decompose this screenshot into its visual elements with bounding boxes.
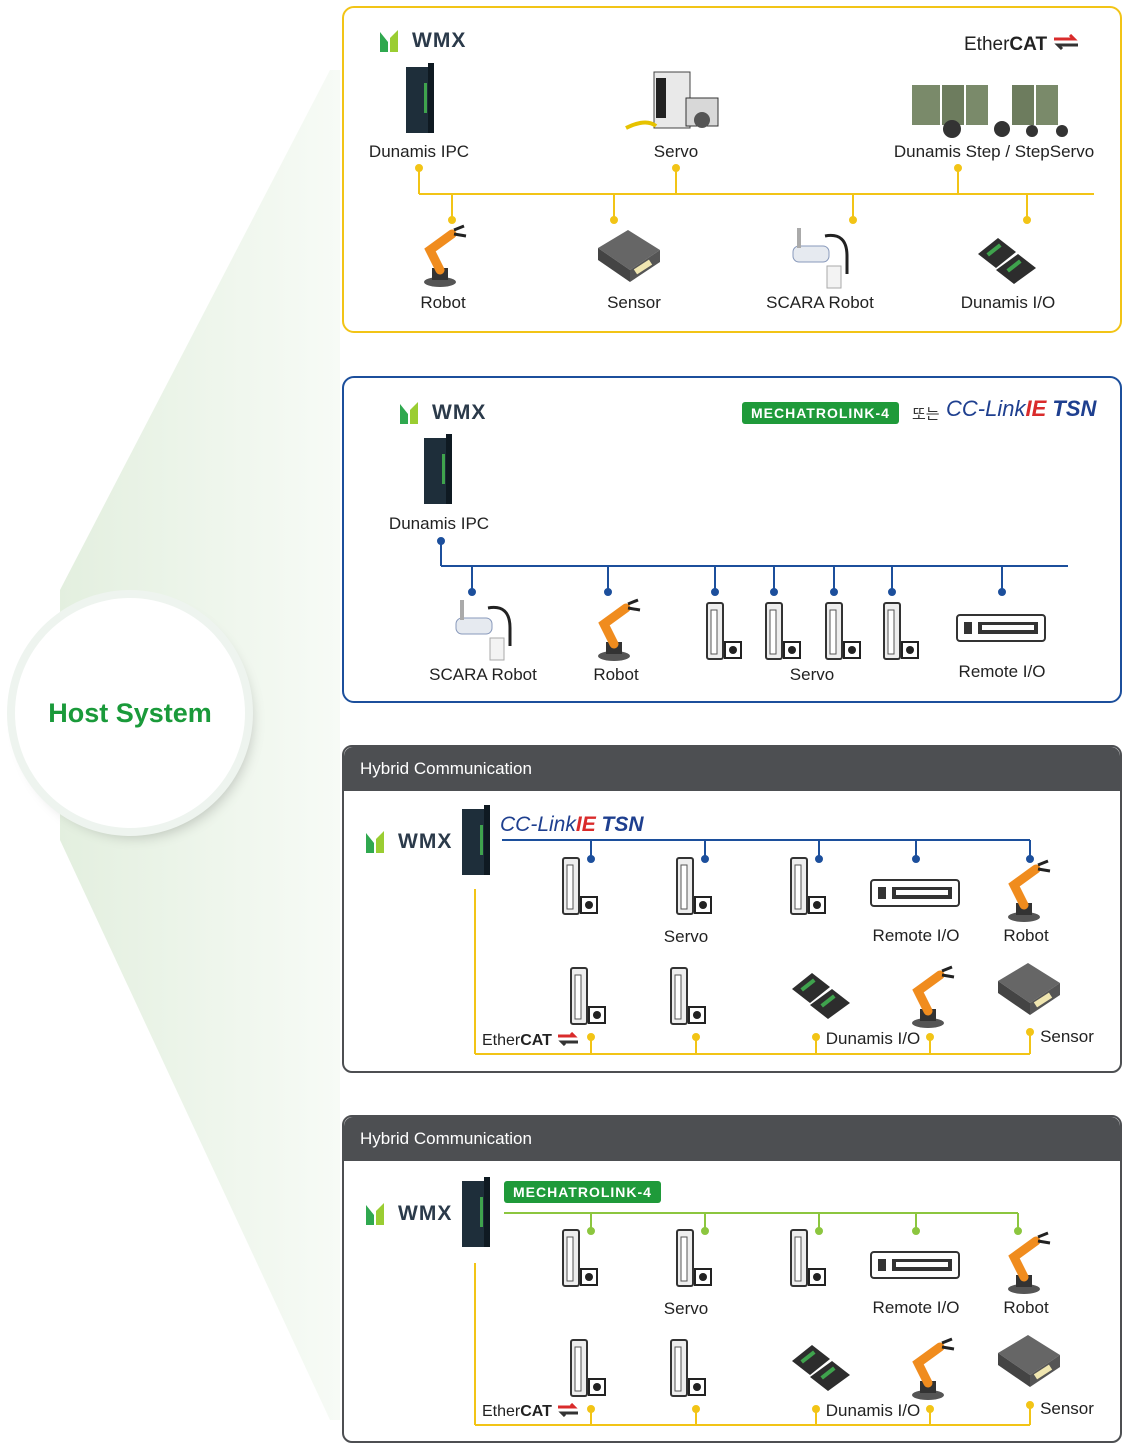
ethercat-logo: EtherCAT [482,1031,580,1050]
remote-io-icon [870,1251,960,1279]
ipc-device-icon [424,434,452,504]
hybrid-cclink-panel: Hybrid Communication WMX CC-LinkIE TSN E… [342,745,1122,1073]
servo-drive-icon [562,1229,598,1287]
hybrid-header: Hybrid Communication [344,747,1120,791]
scara-robot-icon [792,228,849,289]
label-dunamis-io: Dunamis I/O [825,1029,921,1048]
hybrid-title: Hybrid Communication [360,1129,532,1148]
sensor-icon [998,1335,1060,1387]
servo-drive-icon [570,967,606,1025]
label-sensor: Sensor [607,293,661,312]
remote-io-icon [870,879,960,907]
stepservo-kit-icon [912,85,1068,138]
label-servo: Servo [663,1299,709,1318]
label-servo: Servo [663,927,709,946]
robot-arm-icon [912,1337,955,1400]
cclink-tsn-logo: CC-LinkIE TSN [500,813,644,836]
servo-drive-icon [676,857,712,915]
label-dunamis-ipc: Dunamis IPC [368,142,470,161]
sensor-icon [598,230,660,282]
ipc-device-icon [462,805,490,875]
wmx-logo-icon [380,30,398,52]
wmx-logo: WMX [378,28,466,54]
ethercat-arrow-icon [558,1031,579,1047]
wmx-logo: WMX [398,400,486,426]
servo-drive-icon [825,602,861,660]
label-servo: Servo [789,665,835,684]
label-sensor: Sensor [1040,1399,1094,1418]
cclink-tsn-logo: CC-LinkIE TSN [946,396,1097,421]
mechatrolink-logo: MECHATROLINK-4 [504,1181,661,1203]
sensor-icon [998,963,1060,1015]
robot-arm-icon [912,965,955,1028]
ethercat-logo: EtherCAT [482,1402,580,1421]
robot-arm-icon [424,224,467,287]
servo-drive-icon [790,857,826,915]
scara-robot-icon [455,600,512,661]
wmx-logo: WMX [364,1201,452,1227]
servo-drive-icon [790,1229,826,1287]
label-robot: Robot [593,665,639,684]
servo-drive-icon [883,602,919,660]
servo-drive-icon [765,602,801,660]
servo-drive-icon [706,602,742,660]
servo-drive-icon [670,1339,706,1397]
label-remote-io: Remote I/O [958,662,1046,681]
label-servo: Servo [653,142,699,161]
host-system-label: Host System [48,697,212,728]
hybrid-buses [474,839,1034,1055]
label-robot: Robot [420,293,466,312]
label-scara-robot: SCARA Robot [429,665,537,684]
mechatrolink-logo: MECHATROLINK-4 [742,402,899,424]
label-dunamis-ipc: Dunamis IPC [388,514,490,533]
servo-drive-icon [570,1339,606,1397]
or-text: 또는 [912,406,940,423]
host-system-circle: Host System [15,598,245,828]
hybrid-buses [474,1212,1034,1426]
dunamis-io-icon [792,973,850,1019]
dunamis-io-icon [792,1345,850,1391]
ethercat-logo: EtherCAT [964,33,1080,56]
servo-kit-icon [625,71,719,130]
mechatrolink-cclink-panel: WMX MECHATROLINK-4 또는 CC-LinkIE TSN Duna… [342,376,1122,703]
label-remote-io: Remote I/O [872,926,960,945]
label-remote-io: Remote I/O [872,1298,960,1317]
hybrid-header: Hybrid Communication [344,1117,1120,1161]
ethercat-panel: WMX EtherCAT Dunamis IPC Servo [342,6,1122,333]
ipc-device-icon [406,63,434,133]
servo-drive-icon [676,1229,712,1287]
label-dunamis-io: Dunamis I/O [960,293,1056,312]
remote-io-icon [956,614,1046,642]
robot-arm-icon [1008,1231,1051,1294]
dunamis-io-icon [978,238,1036,284]
ethercat-bus [415,164,1094,224]
wmx-logo-icon [366,831,384,853]
label-robot: Robot [1003,1298,1049,1317]
label-dunamis-io: Dunamis I/O [825,1401,921,1420]
wmx-logo-icon [366,1203,384,1225]
label-scara-robot: SCARA Robot [766,293,874,312]
servo-drive-icon [562,857,598,915]
wmx-logo-icon [400,402,418,424]
hybrid-mechatrolink-panel: Hybrid Communication WMX MECHATROLINK-4 … [342,1115,1122,1443]
wmx-logo: WMX [364,829,452,855]
cclink-bus [437,537,1068,596]
robot-arm-icon [598,598,641,661]
ethercat-arrow-icon [1054,33,1079,51]
ipc-device-icon [462,1177,490,1247]
ethercat-arrow-icon [558,1402,579,1418]
servo-drive-icon [670,967,706,1025]
robot-arm-icon [1008,859,1051,922]
label-stepservo: Dunamis Step / StepServo [893,142,1095,161]
label-sensor: Sensor [1040,1027,1094,1046]
label-robot: Robot [1003,926,1049,945]
hybrid-title: Hybrid Communication [360,759,532,778]
